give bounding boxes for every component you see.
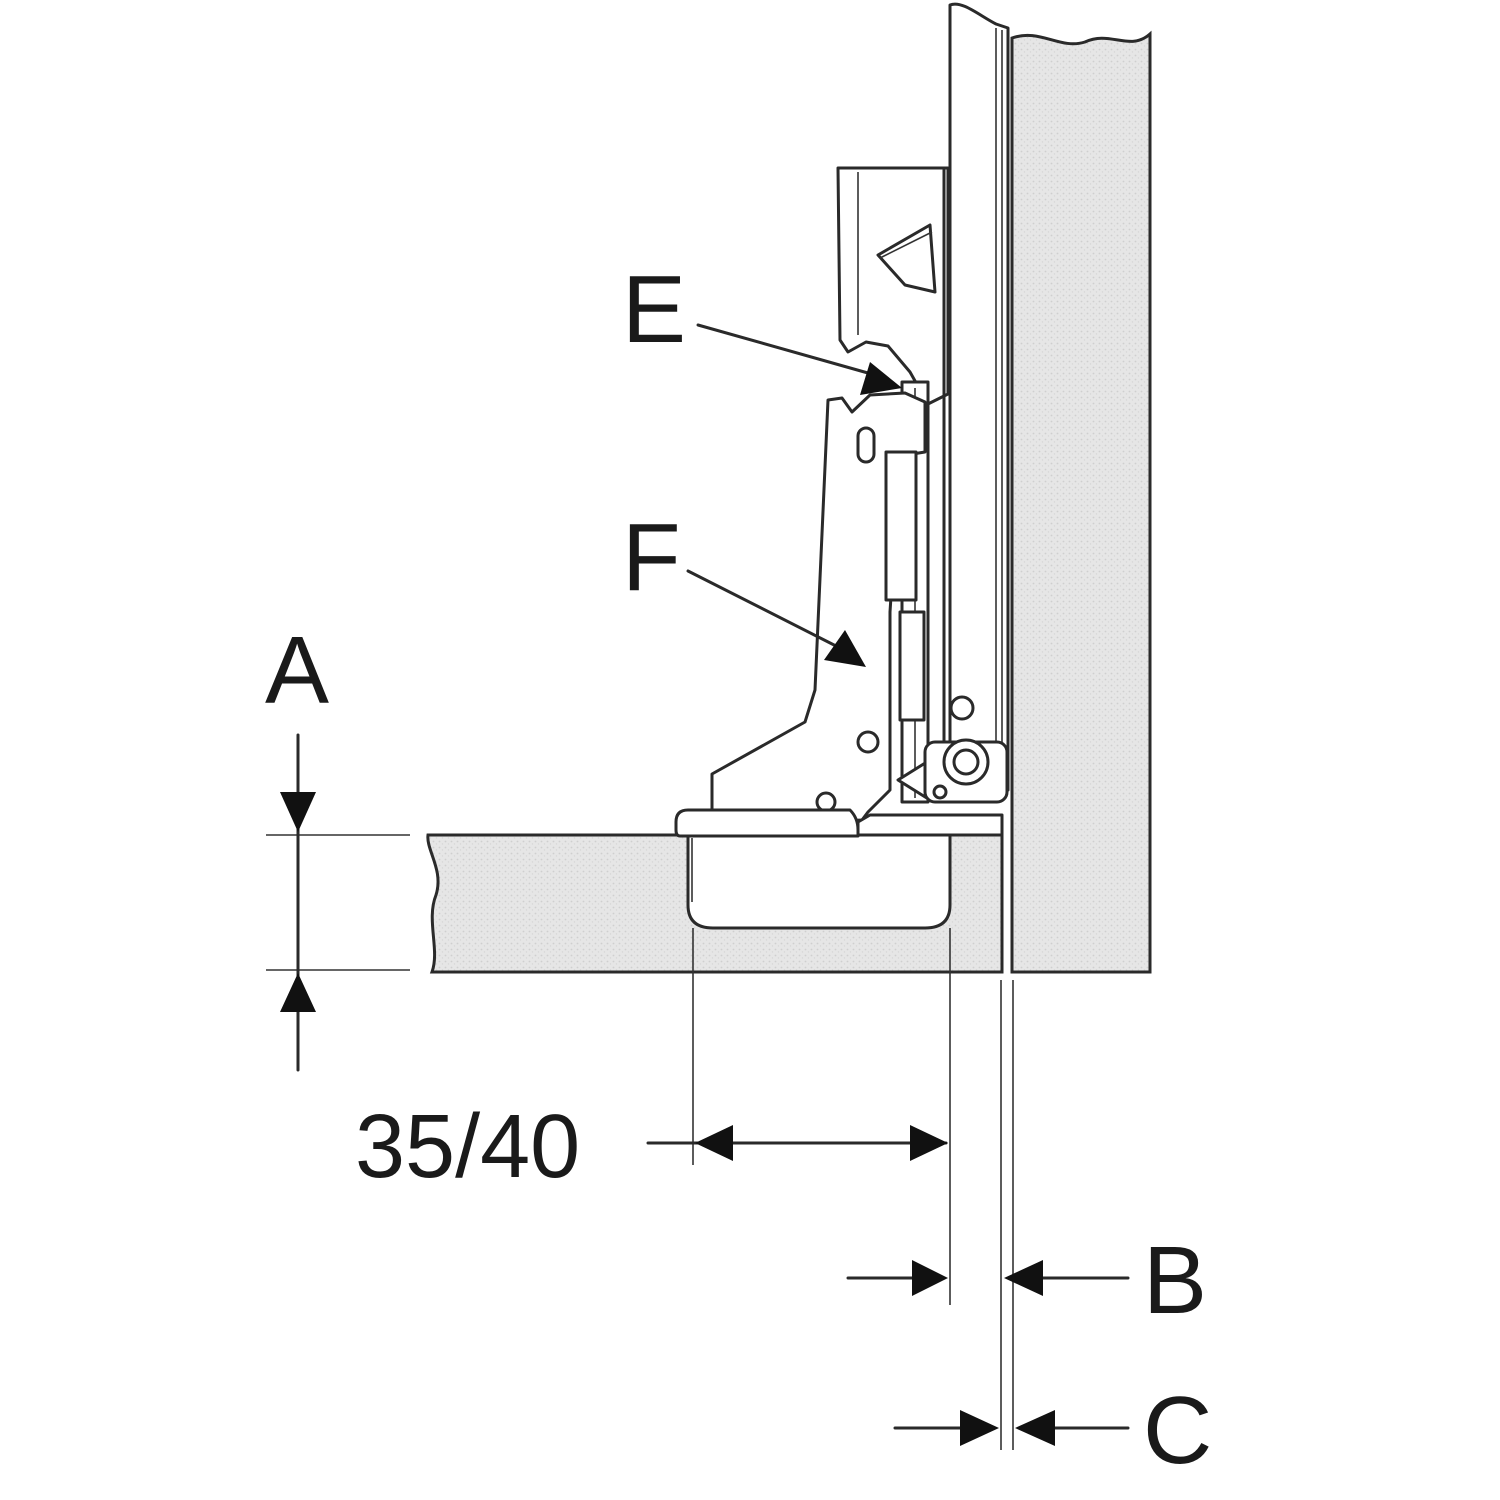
hinge-arm bbox=[710, 391, 927, 826]
label-c: C bbox=[1143, 1377, 1212, 1484]
mounting-plate bbox=[836, 166, 950, 406]
dimension-b: B bbox=[846, 980, 1207, 1450]
hinge-cup bbox=[686, 833, 952, 930]
dimension-c: C bbox=[893, 1377, 1212, 1484]
callout-e: E bbox=[622, 256, 902, 395]
cabinet-side-panel bbox=[1010, 30, 1152, 974]
label-cup-diameter: 35/40 bbox=[355, 1097, 580, 1197]
hinge-rail bbox=[948, 2, 1010, 792]
callout-f: F bbox=[622, 504, 866, 667]
dimension-a: A bbox=[265, 617, 410, 1072]
dimension-cup-diameter: 35/40 bbox=[355, 928, 951, 1305]
label-a: A bbox=[265, 617, 329, 724]
label-e: E bbox=[622, 256, 686, 363]
label-f: F bbox=[622, 504, 681, 611]
label-b: B bbox=[1143, 1227, 1207, 1334]
hinge-base bbox=[674, 808, 860, 838]
